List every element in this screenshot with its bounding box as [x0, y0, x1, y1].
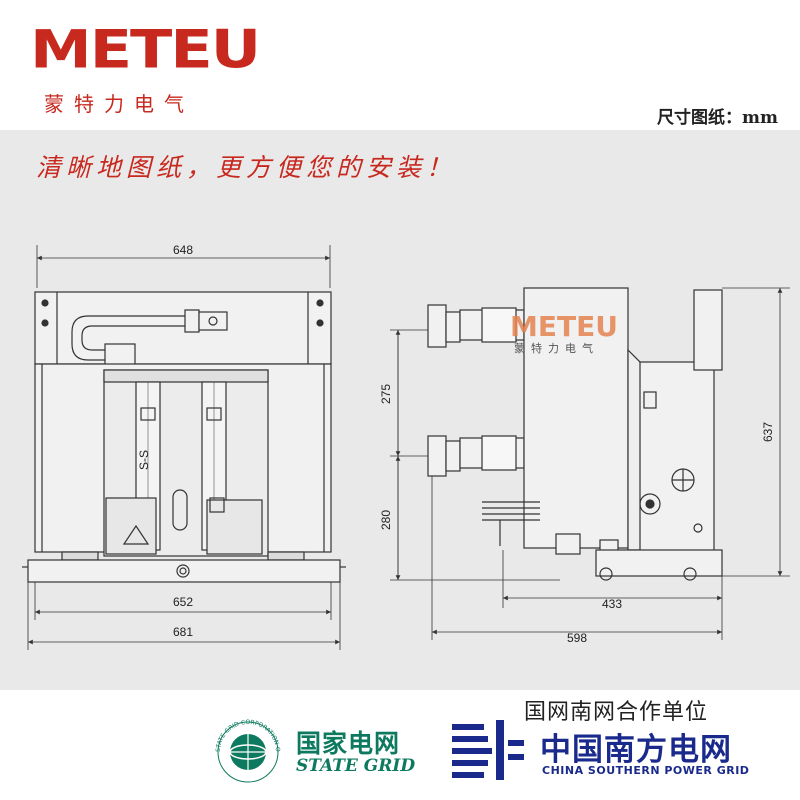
dim-front-top-width: 648 [173, 243, 193, 257]
technical-drawing: 648 652 681 S-S [0, 130, 800, 690]
dim-side-lower-height: 280 [379, 510, 393, 530]
side-view [390, 287, 790, 640]
watermark-brand: METEU [510, 310, 618, 343]
dim-front-overall-width: 681 [173, 625, 193, 639]
watermark-cn: 蒙特力电气 [514, 341, 599, 355]
csg-logo-icon [452, 720, 524, 780]
csg-en: CHINA SOUTHERN POWER GRID [542, 764, 750, 777]
unit-label: 尺寸图纸：mm [657, 108, 778, 128]
state-grid-en: STATE GRID [296, 756, 416, 776]
dim-side-total-height: 637 [761, 422, 775, 442]
front-view [22, 245, 346, 650]
drawing-svg: 648 652 681 S-S [22, 243, 790, 650]
side-switch-label: S-S [137, 450, 151, 470]
csg-cn: 中国南方电网 [540, 732, 732, 768]
header: METEU 蒙特力电气 尺寸图纸：mm [0, 0, 800, 130]
dim-side-upper-height: 275 [379, 384, 393, 404]
dim-front-base-width: 652 [173, 595, 193, 609]
footer: 国网南网合作单位 STATE GRID CORPORATION OF CHINA… [0, 690, 800, 800]
brand-logo: METEU [30, 18, 261, 81]
partner-label: 国网南网合作单位 [524, 700, 709, 725]
slogan: 清晰地图纸，更方便您的安装！ [36, 153, 457, 182]
brand-cn-name: 蒙特力电气 [44, 92, 194, 116]
dim-side-overall-depth: 598 [567, 631, 587, 645]
dim-side-depth: 433 [602, 597, 622, 611]
state-grid-seal-icon: STATE GRID CORPORATION OF CHINA [208, 712, 281, 783]
state-grid-cn: 国家电网 [296, 729, 401, 758]
